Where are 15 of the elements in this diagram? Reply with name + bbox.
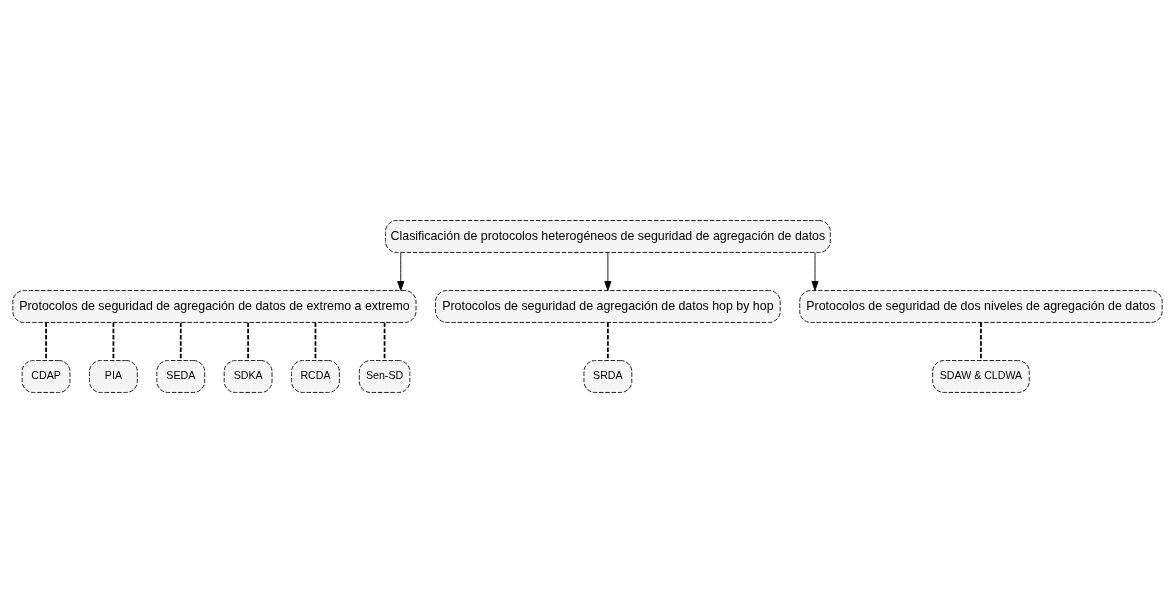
node-box: Protocolos de seguridad de dos niveles de agregación de datos — [799, 290, 1163, 323]
node-box: Clasificación de protocolos heterogéneos de seguridad de agregación de datos — [385, 220, 831, 253]
node-box: Protocolos de seguridad de agregación de datos hop by hop — [435, 290, 781, 323]
node-box: Sen-SD — [358, 360, 411, 393]
node-box: SDAW & CLDWA — [932, 360, 1030, 393]
arrow — [811, 252, 819, 291]
arrow — [604, 252, 612, 291]
node-box: SEDA — [156, 360, 206, 393]
node-box: SRDA — [583, 360, 633, 393]
node-box: Protocolos de seguridad de agregación de datos de extremo a extremo — [12, 290, 417, 323]
arrow — [397, 252, 405, 291]
node-box: SDKA — [223, 360, 273, 393]
node-box: PIA — [89, 360, 138, 393]
node-box: RCDA — [291, 360, 340, 393]
node-box: CDAP — [21, 360, 71, 393]
